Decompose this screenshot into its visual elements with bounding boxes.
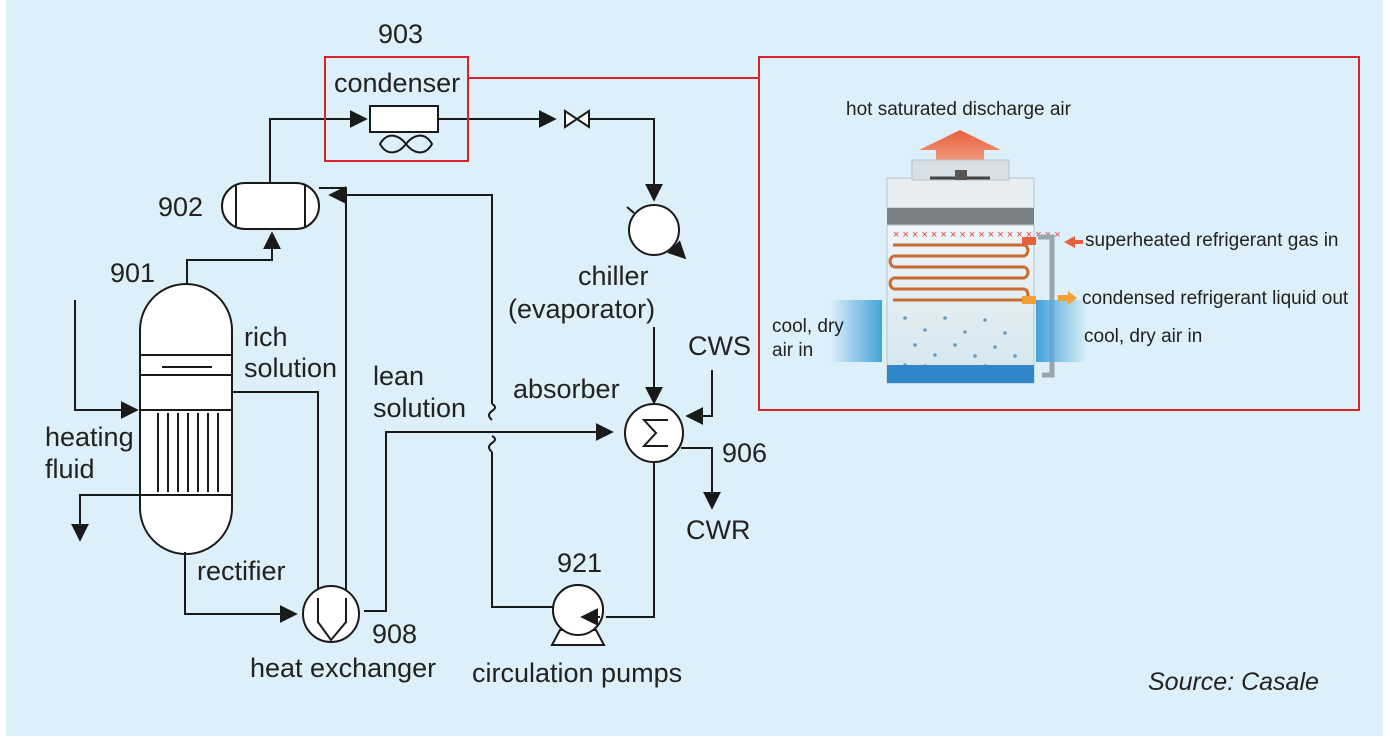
liquid-out-arrow: [1058, 291, 1077, 305]
heating-label-2: fluid: [45, 454, 95, 484]
heating-label-1: heating: [45, 422, 134, 452]
cwr-line: [681, 447, 721, 510]
absorber-vessel: [624, 403, 684, 463]
heat-exchanger: [302, 585, 360, 643]
gas-in-label: superheated refrigerant gas in: [1085, 230, 1339, 251]
heating-fluid-in-line: [74, 300, 139, 419]
fan-icon: [378, 134, 434, 154]
heat-exchanger-label: heat exchanger: [250, 653, 436, 683]
air-in-left-label-1: cool, dry: [772, 316, 844, 337]
generator-id: 901: [110, 258, 155, 288]
condenser-coil: [369, 105, 439, 133]
liquid-out-label: condensed refrigerant liquid out: [1082, 288, 1349, 309]
rich-return-line: [491, 452, 553, 608]
pump-id: 921: [557, 548, 602, 578]
air-in-right-label: cool, dry air in: [1084, 326, 1202, 347]
condenser-label: condenser: [334, 68, 460, 98]
cwr-label: CWR: [686, 515, 750, 545]
generator-column: [139, 283, 233, 555]
tower-highlight: [758, 56, 1360, 411]
absorber-id: 906: [722, 438, 767, 468]
condenser-id: 903: [378, 19, 423, 49]
separator-drain-line: [319, 187, 347, 600]
vapour-line: [186, 231, 281, 285]
absorber-to-pump-line: [606, 462, 655, 618]
valve-icon: [564, 109, 590, 129]
rich-label-2: solution: [244, 353, 337, 383]
heating-fluid-out-line: [71, 494, 140, 542]
air-in-left-label-2: air in: [772, 340, 813, 361]
lean-label-1: lean: [373, 361, 424, 391]
chiller-label-1: chiller: [578, 261, 649, 291]
air-in-right-arrow: [1036, 300, 1088, 362]
pumps-label: circulation pumps: [472, 658, 682, 688]
source-label: Source: Casale: [1148, 668, 1319, 696]
lean-label-2: solution: [373, 393, 466, 423]
refrigerant-vapour-line: [269, 110, 368, 183]
separator-id: 902: [158, 192, 203, 222]
absorber-label: absorber: [513, 374, 620, 404]
cws-label: CWS: [688, 331, 751, 361]
svg-text:× × × × × × × × × × × × × × ×: × × × × × × × × × × × × × × × × × ×: [893, 229, 1061, 241]
heat-exchanger-id: 908: [372, 619, 417, 649]
cws-line: [685, 370, 713, 425]
condenser-highlight: [324, 56, 469, 162]
rectifier-line: [184, 552, 298, 623]
chiller-label-2: (evaporator): [508, 294, 655, 324]
rich-label-1: rich: [244, 322, 288, 352]
evaporative-condenser: × × × × × × × × × × × × × × × × × ×: [830, 130, 1088, 384]
lean-solution-line: [364, 423, 614, 612]
air-in-left-arrow: [830, 300, 882, 362]
rectifier-label: rectifier: [197, 556, 286, 586]
heat-exchanger-icon: [641, 419, 668, 447]
rich-solution-line: [232, 391, 319, 600]
chiller-evaporator: [628, 204, 680, 256]
gas-in-arrow: [1064, 236, 1083, 248]
discharge-label: hot saturated discharge air: [846, 99, 1072, 120]
pump-icon: [550, 584, 606, 646]
